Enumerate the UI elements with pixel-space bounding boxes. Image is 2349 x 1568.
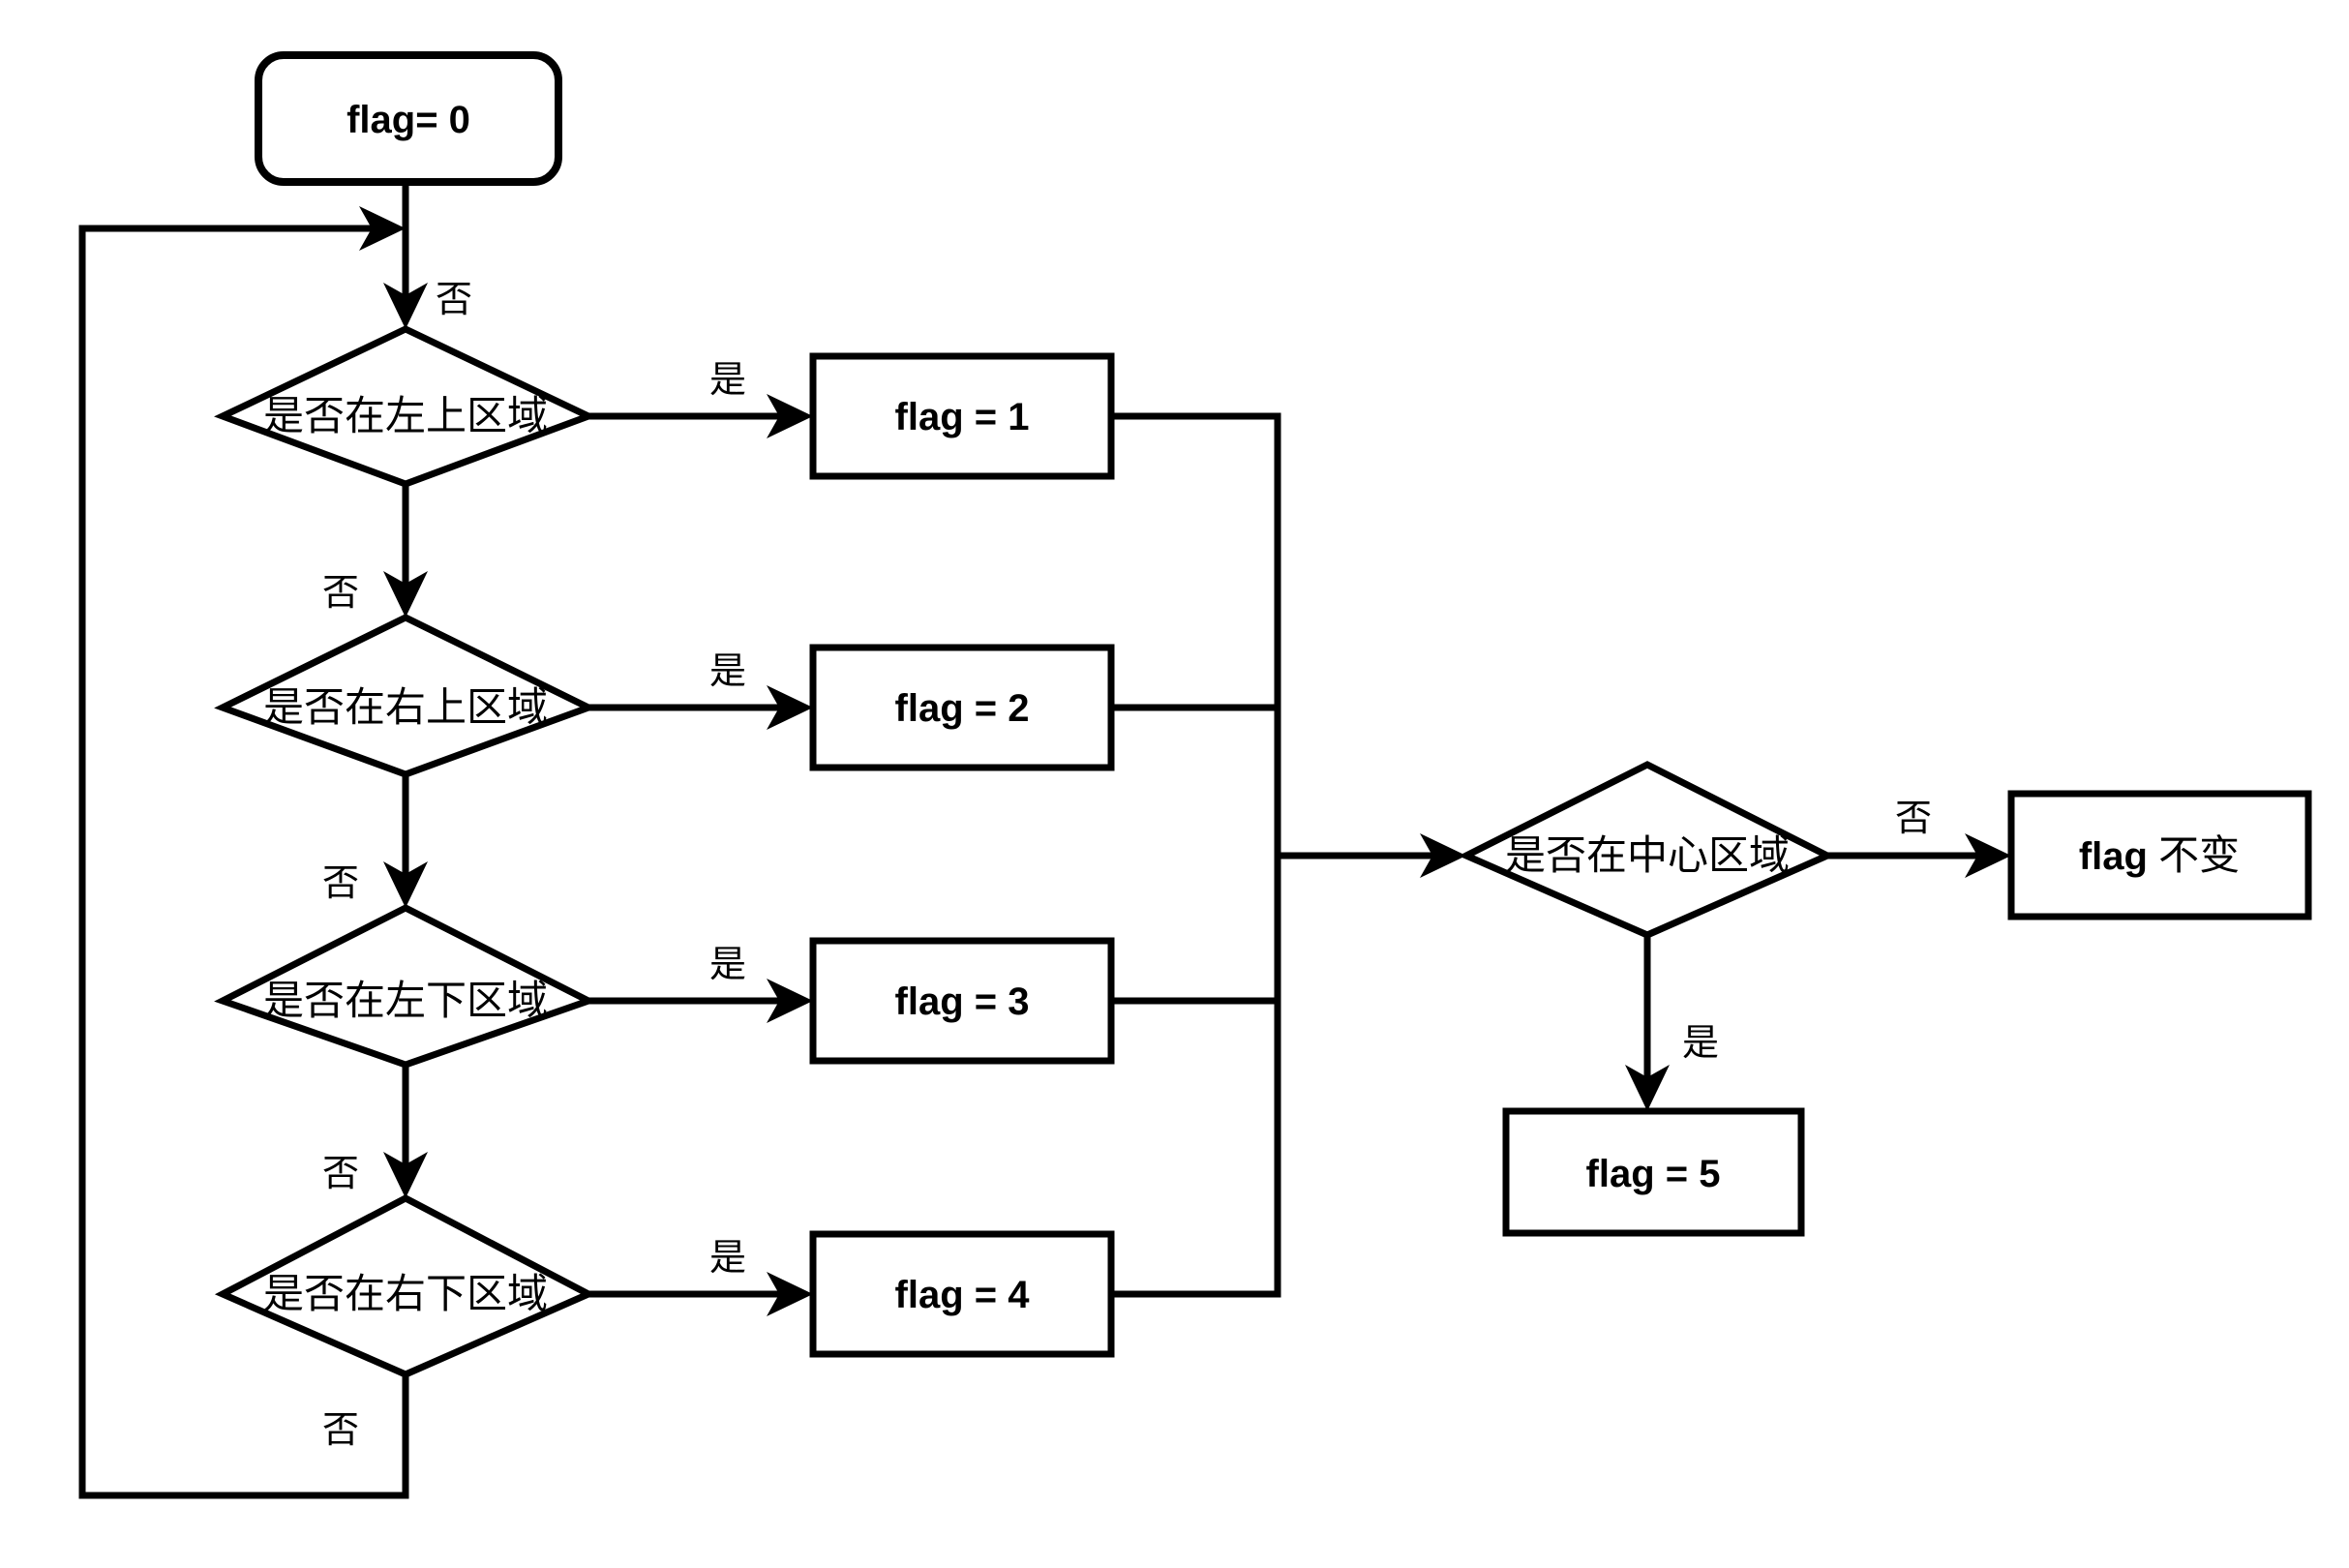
arrow-head-icon: [767, 394, 813, 438]
edge-label-no-decision-2-to-decision-3: 否: [322, 861, 359, 904]
arrow-head-icon: [383, 1152, 428, 1198]
flag-unchanged-latin: flag: [2079, 835, 2148, 878]
edge-label-yes-decision-2-to-flag-2: 是: [709, 649, 746, 692]
edge-decision-center-to-flag-5: [1625, 935, 1670, 1111]
node-flag-unchanged[interactable]: flag 不变: [2007, 790, 2312, 920]
flag-4-shape: [809, 1230, 1115, 1358]
edge-decision-bottom-right-to-flag-4: [588, 1272, 813, 1316]
edge-label-yes-center-to-flag-5: 是: [1682, 1021, 1719, 1064]
flag-2-label: flag = 2: [895, 687, 1030, 730]
edge-label-yes-decision-1-to-flag-1: 是: [709, 358, 746, 401]
decision-center-shape: [1458, 761, 1836, 939]
edge-decision-center-to-flag-unchanged: [1827, 833, 2011, 878]
edge-start-to-decision-top-left: [383, 182, 428, 329]
flag-unchanged-cjk: 不变: [2158, 831, 2240, 879]
edge-decision-bottom-left-to-decision-bottom-right: [383, 1065, 428, 1198]
node-flag-3[interactable]: flag = 3: [809, 937, 1115, 1065]
node-decision-top-right[interactable]: 是否在右上区域: [214, 614, 597, 778]
edge-label-no-decision-1-to-decision-2: 否: [322, 571, 359, 614]
edge-label-yes-decision-3-to-flag-3: 是: [709, 943, 746, 985]
node-decision-center[interactable]: 是否在中心区域: [1458, 761, 1836, 939]
arrow-head-icon: [1965, 833, 2011, 878]
edge-decision-top-right-to-flag-2: [588, 685, 813, 730]
decision-bottom-left-shape: [214, 904, 597, 1069]
edge-loopback-to-trunk: [78, 206, 409, 1499]
flag-2-shape: [809, 644, 1115, 771]
flag-5-label: flag = 5: [1586, 1153, 1721, 1195]
flag-4-label: flag = 4: [895, 1274, 1031, 1316]
edge-merge-bus-to-decision-center: [1111, 412, 1466, 1298]
flag-unchanged-label: flag 不变: [2079, 831, 2240, 879]
edge-label-no-center-to-flag-unchanged: 否: [1895, 797, 1932, 839]
flag-5-shape: [1502, 1107, 1805, 1237]
flag-1-label: flag = 1: [895, 396, 1030, 438]
node-decision-bottom-left[interactable]: 是否在左下区域: [214, 904, 597, 1069]
node-decision-top-left[interactable]: 是否在左上区域: [214, 325, 597, 488]
start-label: flag= 0: [346, 99, 470, 141]
arrow-head-icon: [383, 283, 428, 329]
arrow-head-icon: [383, 861, 428, 908]
node-start[interactable]: flag= 0: [255, 51, 562, 186]
edge-path: [78, 225, 409, 1499]
decision-top-right-label: 是否在右上区域: [263, 683, 548, 731]
node-decision-bottom-right[interactable]: 是否在右下区域: [214, 1194, 597, 1378]
edge-decision-top-left-to-decision-top-right: [383, 484, 428, 618]
decision-bottom-left-label: 是否在左下区域: [263, 977, 548, 1024]
start-shape: [255, 51, 562, 186]
edge-label-no-decision-4-loopback: 否: [322, 1408, 359, 1451]
arrow-head-icon: [1625, 1065, 1670, 1111]
node-flag-4[interactable]: flag = 4: [809, 1230, 1115, 1358]
node-flag-5[interactable]: flag = 5: [1502, 1107, 1805, 1237]
decision-bottom-right-label: 是否在右下区域: [263, 1270, 548, 1317]
edge-decision-top-right-to-decision-bottom-left: [383, 774, 428, 908]
decision-top-right-shape: [214, 614, 597, 778]
decision-top-left-label: 是否在左上区域: [263, 392, 548, 439]
flag-3-label: flag = 3: [895, 980, 1030, 1023]
arrow-head-icon: [767, 979, 813, 1023]
arrow-head-icon: [767, 685, 813, 730]
decision-bottom-right-shape: [214, 1194, 597, 1378]
node-flag-1[interactable]: flag = 1: [809, 352, 1115, 480]
edge-decision-top-left-to-flag-1: [588, 394, 813, 438]
edge-label-no-start-to-decision-1: 否: [436, 278, 472, 320]
node-flag-2[interactable]: flag = 2: [809, 644, 1115, 771]
decision-center-label: 是否在中心区域: [1505, 831, 1790, 879]
edge-decision-bottom-left-to-flag-3: [588, 979, 813, 1023]
merge-bus-path: [1111, 412, 1281, 1298]
edge-label-yes-decision-4-to-flag-4: 是: [709, 1236, 746, 1279]
flag-1-shape: [809, 352, 1115, 480]
flag-unchanged-shape: [2007, 790, 2312, 920]
arrow-head-icon: [1420, 833, 1466, 878]
decision-top-left-shape: [214, 325, 597, 488]
arrow-head-icon: [383, 571, 428, 618]
arrow-head-icon: [359, 206, 406, 251]
edge-label-no-decision-3-to-decision-4: 否: [322, 1152, 359, 1194]
arrow-head-icon: [767, 1272, 813, 1316]
flag-3-shape: [809, 937, 1115, 1065]
